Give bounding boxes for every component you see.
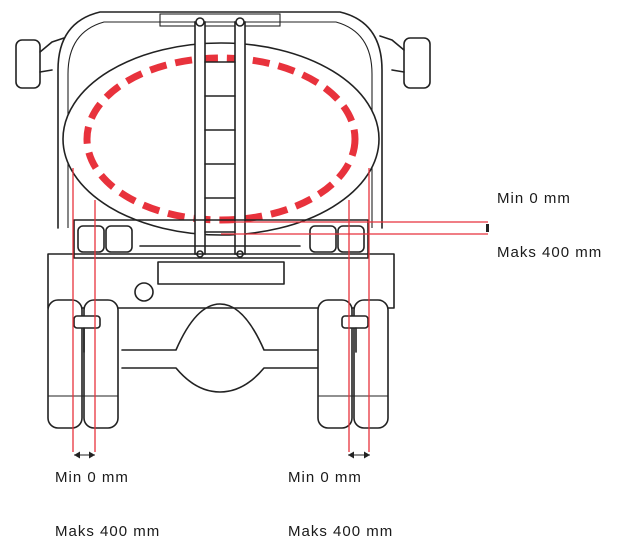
center-max-label: Maks 400 mm — [288, 523, 394, 540]
rear-chassis — [47, 219, 395, 309]
right-mirror — [379, 35, 431, 89]
top-offset-lines — [221, 221, 489, 235]
rear-axle — [121, 303, 321, 393]
right-min-label: Min 0 mm — [497, 190, 571, 207]
left-min-label: Min 0 mm — [55, 469, 129, 486]
right-max-label: Maks 400 mm — [497, 244, 603, 261]
left-offset-lines — [72, 168, 96, 452]
center-min-label: Min 0 mm — [288, 469, 362, 486]
truck-cab — [57, 11, 383, 229]
right-offset-lines — [348, 168, 370, 452]
left-mirror — [15, 37, 65, 89]
right-dual-wheels — [317, 299, 389, 429]
left-dimension-arrow — [74, 451, 95, 459]
left-dual-wheels — [47, 299, 119, 429]
tank-body — [62, 42, 380, 236]
left-max-label: Maks 400 mm — [55, 523, 161, 540]
right-dimension-arrow — [348, 451, 370, 459]
